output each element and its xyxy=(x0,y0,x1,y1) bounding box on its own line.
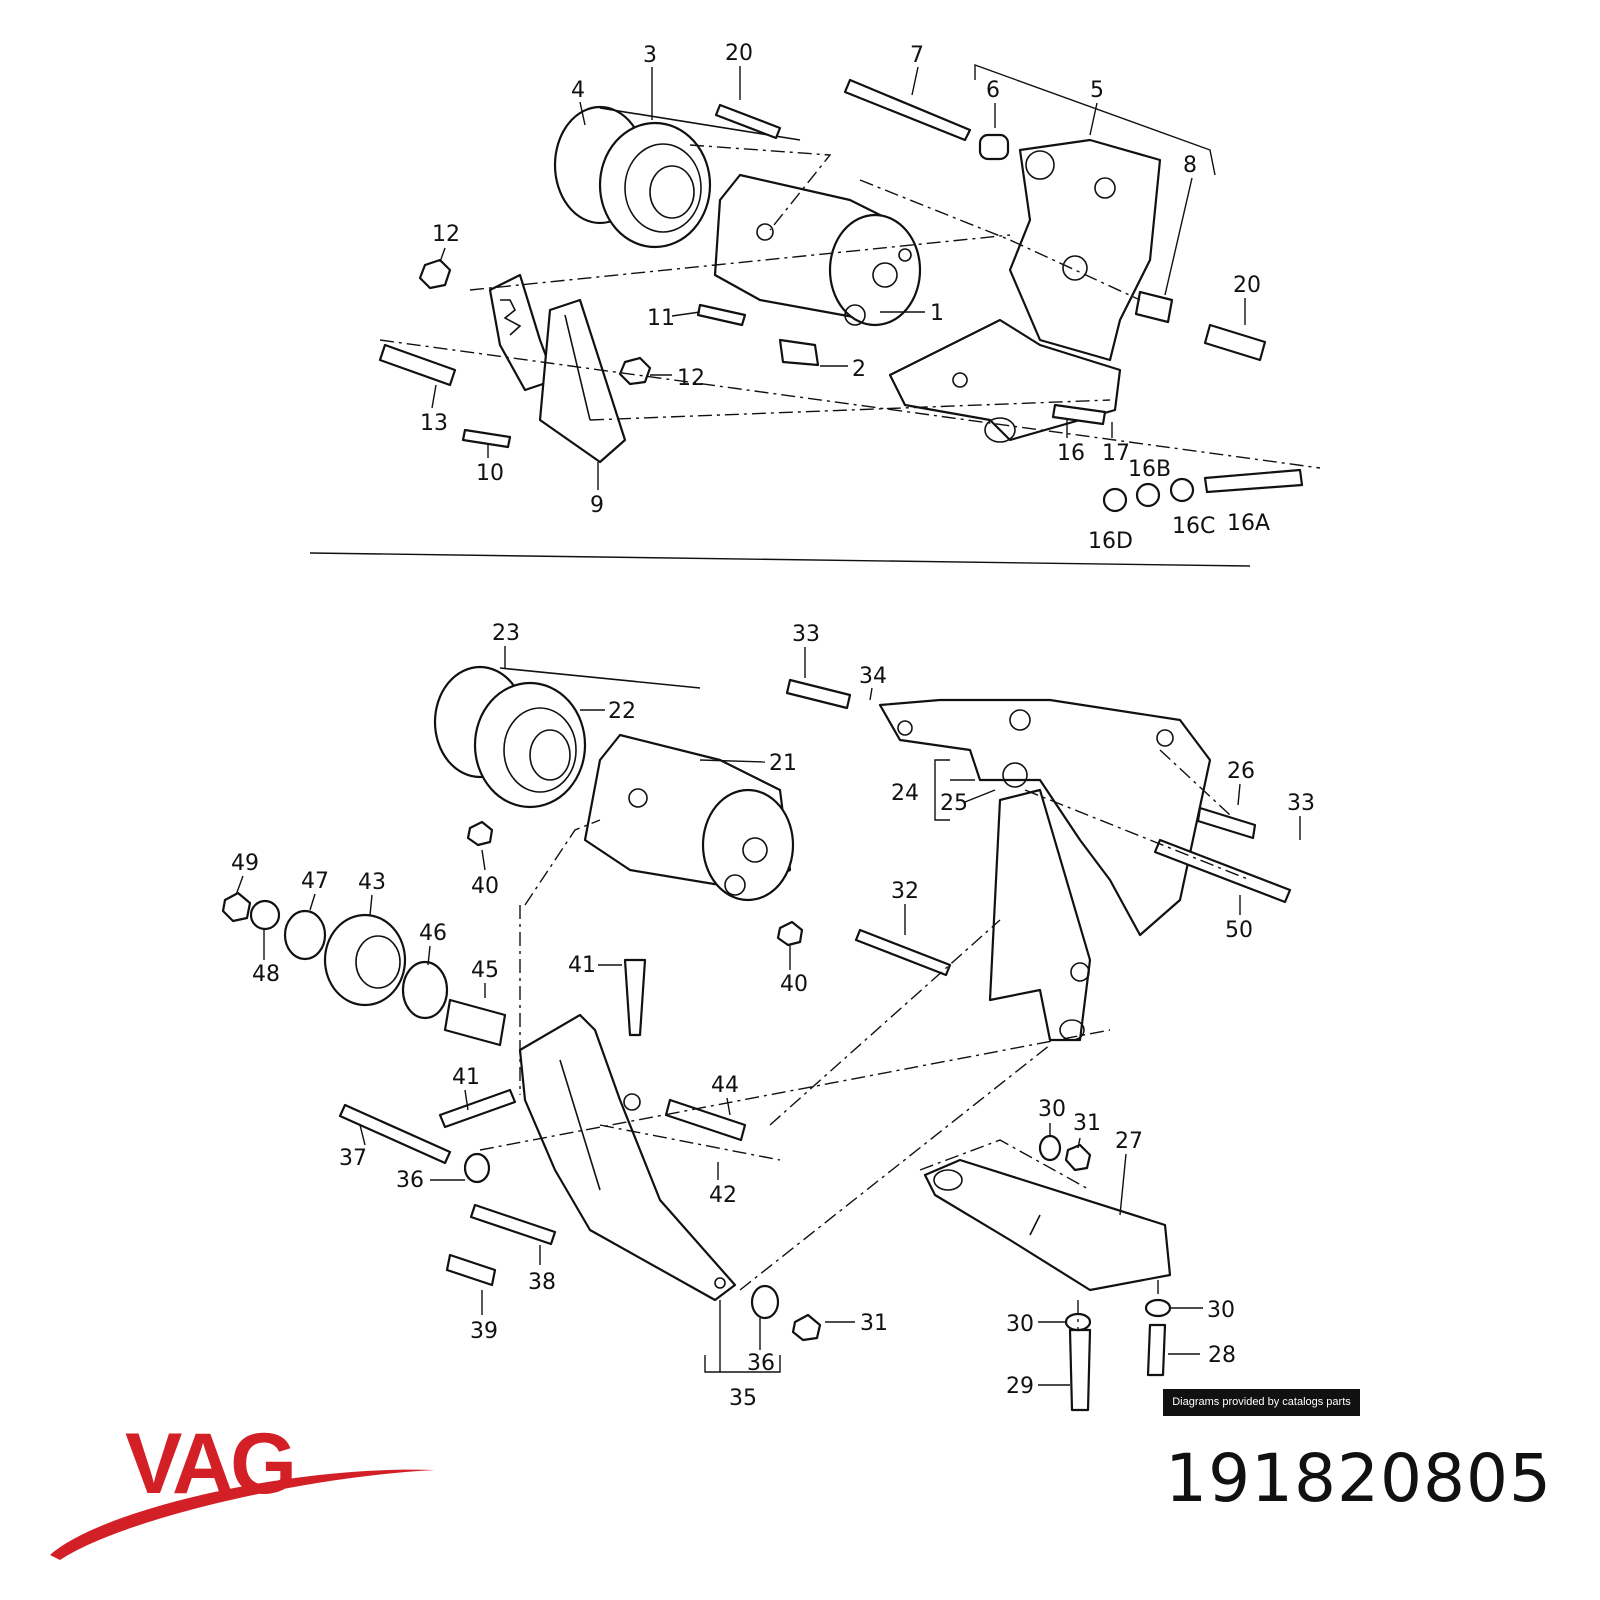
callout-label: 20 xyxy=(725,41,753,66)
vag-logo: VAG xyxy=(50,1416,435,1560)
callout-label: 49 xyxy=(231,851,259,876)
tension-plate xyxy=(518,1013,737,1302)
callout-label: 40 xyxy=(471,874,499,899)
callout-label: 36 xyxy=(747,1351,775,1376)
callout-label: 42 xyxy=(709,1183,737,1208)
callout-label: 38 xyxy=(528,1270,556,1295)
callout-label: 6 xyxy=(986,78,1000,103)
callout-label: 7 xyxy=(910,43,924,68)
ac-compressor-lower xyxy=(583,733,795,902)
callout-label: 34 xyxy=(859,664,887,689)
callout-label: 33 xyxy=(792,622,820,647)
callout-label: 25 xyxy=(940,791,968,816)
callout-label: 23 xyxy=(492,621,520,646)
callout-label: 13 xyxy=(420,411,448,436)
callout-label: 35 xyxy=(729,1386,757,1411)
callout-label: 22 xyxy=(608,699,636,724)
callout-label: 41 xyxy=(568,953,596,978)
top-callouts: 1 2 3 4 5 6 7 8 9 10 11 12 12 13 16 16A … xyxy=(420,41,1270,554)
callout-label: 29 xyxy=(1006,1374,1034,1399)
callout-label: 47 xyxy=(301,869,329,894)
logo-text: VAG xyxy=(125,1416,293,1512)
callout-label: 45 xyxy=(471,958,499,983)
belt-pulley-lower xyxy=(433,665,701,809)
callout-label: 9 xyxy=(590,493,604,518)
callout-label: 24 xyxy=(891,781,919,806)
callout-label: 8 xyxy=(1183,153,1197,178)
callout-label: 16B xyxy=(1128,457,1171,482)
callout-label: 11 xyxy=(647,306,675,331)
bottom-leader-lines xyxy=(235,646,1301,1386)
callout-label: 39 xyxy=(470,1319,498,1344)
callout-label: 46 xyxy=(419,921,447,946)
belt-pulley xyxy=(553,105,801,249)
callout-label: 16C xyxy=(1172,514,1215,539)
callout-label: 40 xyxy=(780,972,808,997)
callout-label: 31 xyxy=(1073,1111,1101,1136)
callout-label: 16 xyxy=(1057,441,1085,466)
bottom-callouts: 21 22 23 24 25 26 27 28 29 30 30 30 30 3… xyxy=(231,621,1315,1411)
callout-label: 21 xyxy=(769,751,797,776)
callout-label: 10 xyxy=(476,461,504,486)
callout-label: 26 xyxy=(1227,759,1255,784)
credit-badge: Diagrams provided by catalogs parts xyxy=(1163,1389,1360,1416)
callout-label: 28 xyxy=(1208,1343,1236,1368)
callout-label: 30 xyxy=(1006,1312,1034,1337)
callout-label: 20 xyxy=(1233,273,1261,298)
callout-label: 33 xyxy=(1287,791,1315,816)
part-number: 191820805 xyxy=(1165,1440,1552,1517)
callout-label: 30 xyxy=(1038,1097,1066,1122)
callout-label: 30 xyxy=(1207,1298,1235,1323)
callout-label: 44 xyxy=(711,1073,739,1098)
callout-label: 37 xyxy=(339,1146,367,1171)
callout-label: 5 xyxy=(1090,78,1104,103)
callout-label: 2 xyxy=(852,357,866,382)
callout-label: 36 xyxy=(396,1168,424,1193)
top-leader-lines xyxy=(431,66,1246,490)
callout-label: 17 xyxy=(1102,441,1130,466)
callout-label: 12 xyxy=(432,222,460,247)
tension-arm xyxy=(488,273,627,464)
bottom-bolts xyxy=(338,678,1292,1412)
lower-bracket-27 xyxy=(923,1158,1172,1292)
callout-label: 48 xyxy=(252,962,280,987)
callout-label: 4 xyxy=(571,78,585,103)
callout-label: 27 xyxy=(1115,1129,1143,1154)
callout-label: 16A xyxy=(1227,511,1270,536)
callout-label: 16D xyxy=(1088,529,1133,554)
callout-label: 3 xyxy=(643,43,657,68)
callout-label: 12 xyxy=(677,366,705,391)
mounting-bracket-lower xyxy=(878,698,1212,1042)
bottom-assembly xyxy=(221,665,1292,1412)
callout-label: 43 xyxy=(358,870,386,895)
top-bolts xyxy=(378,78,1304,513)
idler-pulley xyxy=(221,891,507,1047)
callout-label: 31 xyxy=(860,1311,888,1336)
ac-compressor xyxy=(713,173,922,327)
callout-label: 1 xyxy=(930,301,944,326)
callout-label: 50 xyxy=(1225,918,1253,943)
callout-label: 41 xyxy=(452,1065,480,1090)
top-assembly xyxy=(309,64,1321,567)
callout-label: 32 xyxy=(891,879,919,904)
